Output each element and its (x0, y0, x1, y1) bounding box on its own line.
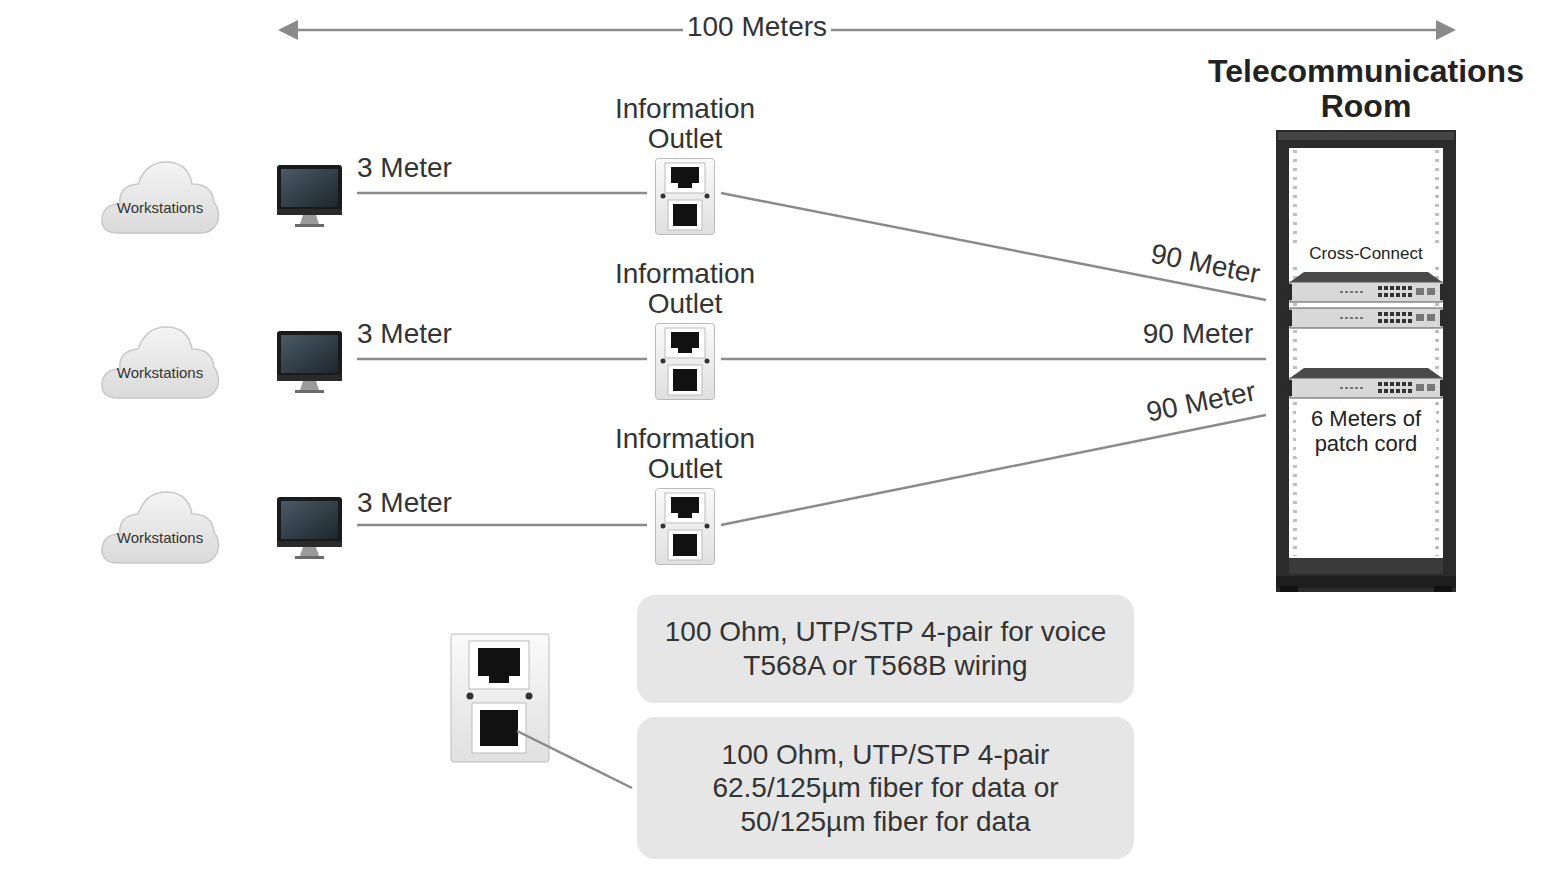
rack-title: Telecommunications Room (1196, 54, 1536, 124)
patch-cables (357, 193, 647, 525)
node-label: Workstations (100, 199, 220, 217)
edge-label: 90 Meter (1144, 237, 1266, 290)
note-box: 100 Ohm, UTP/STP 4-pair 62.5/125µm fiber… (637, 717, 1134, 859)
workstation-cloud: Workstations (100, 488, 220, 565)
rack-label: Cross-Connect (1290, 244, 1442, 264)
note-text: 100 Ohm, UTP/STP 4-pair for voice T568A … (657, 615, 1114, 682)
edge-label: 90 Meter (1140, 375, 1262, 429)
cloud-shape (100, 488, 220, 565)
rack-cabinet (1276, 130, 1456, 592)
workstation-cloud: Workstations (100, 158, 220, 235)
dimension-label: 100 Meters (683, 12, 831, 43)
outlet-heading: Information Outlet (580, 94, 790, 154)
cable-run (721, 193, 1266, 300)
note-text: 100 Ohm, UTP/STP 4-pair 62.5/125µm fiber… (657, 738, 1114, 839)
length-label: 3 Meter (353, 319, 456, 350)
outlet-detail-icon (451, 634, 549, 762)
cloud-shape (100, 323, 220, 400)
outlet-heading: Information Outlet (580, 259, 790, 319)
outlet-plate (655, 323, 715, 400)
length-label: 3 Meter (353, 488, 456, 519)
information-outlet: Information Outlet (655, 323, 715, 400)
length-label: 3 Meter (353, 153, 456, 184)
telecom-rack: Telecommunications RoomCross-Connect6 Me… (1276, 130, 1456, 592)
cable-run (721, 415, 1266, 525)
edge-label: 90 Meter (1139, 319, 1258, 350)
rack-label: 6 Meters of patch cord (1296, 406, 1436, 457)
outlet-plate (655, 158, 715, 235)
workstation-cloud: Workstations (100, 323, 220, 400)
information-outlet: Information Outlet (655, 488, 715, 565)
cable-run (721, 358, 1266, 361)
cloud-shape (100, 158, 220, 235)
information-outlet: Information Outlet (655, 158, 715, 235)
outlet-heading: Information Outlet (580, 424, 790, 484)
leader-line (517, 731, 632, 788)
outlet-plate (655, 488, 715, 565)
note-box: 100 Ohm, UTP/STP 4-pair for voice T568A … (637, 595, 1134, 703)
monitor-icons (277, 165, 342, 559)
dimension-line (278, 20, 1456, 40)
node-label: Workstations (100, 529, 220, 547)
node-label: Workstations (100, 364, 220, 382)
